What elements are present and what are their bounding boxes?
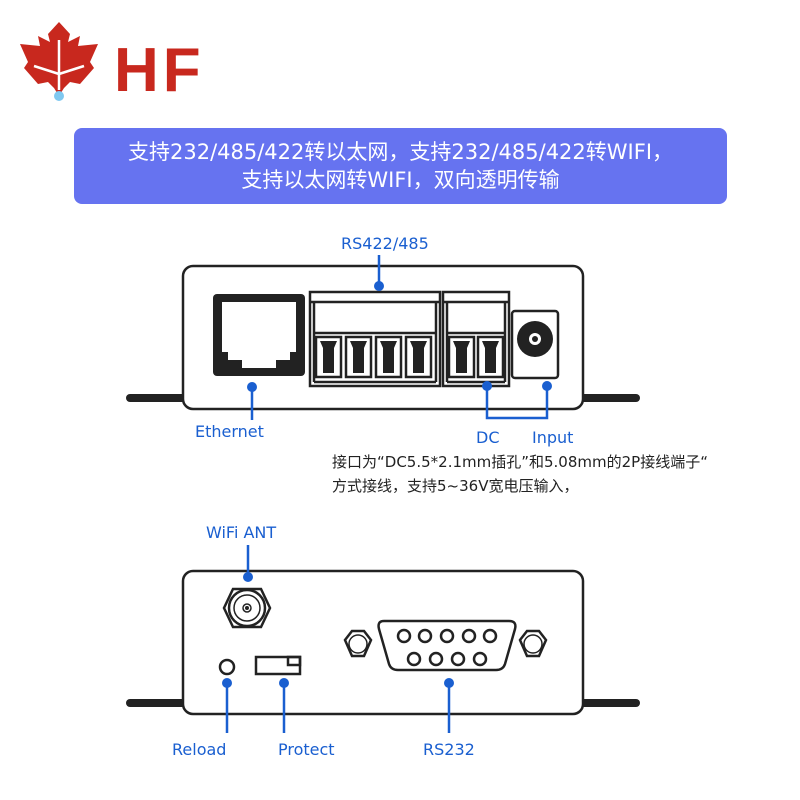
back-callout-dots [222, 572, 454, 688]
power-description-line-2: 方式接线，支持5~36V宽电压输入， [332, 477, 579, 495]
front-callout-lines [250, 255, 549, 420]
label-rs422-485: RS422/485 [341, 234, 429, 253]
maple-leaf-icon [20, 22, 98, 101]
protect-switch-icon [254, 655, 302, 676]
label-input: Input [532, 428, 574, 447]
label-protect: Protect [278, 740, 335, 759]
terminal-screws-4p [314, 335, 433, 379]
label-rs232: RS232 [423, 740, 475, 759]
feature-banner: 支持232/485/422转以太网，支持232/485/422转WIFI， 支持… [74, 128, 727, 204]
back-callout-lines [225, 545, 451, 733]
dc-terminal-block-icon [441, 290, 511, 388]
banner-line-1: 支持232/485/422转以太网，支持232/485/422转WIFI， [127, 140, 674, 164]
label-wifi-ant: WiFi ANT [206, 523, 277, 542]
rs232-db9-connector-icon [343, 619, 548, 672]
ethernet-port-icon [213, 294, 305, 376]
logo: HF [18, 22, 218, 112]
banner-line-2: 支持以太网转WIFI，双向透明传输 [241, 168, 560, 192]
reload-button-icon [218, 658, 236, 676]
dc-jack-icon [510, 309, 560, 380]
power-description-line-1: 接口为“DC5.5*2.1mm插孔”和5.08mm的2P接线端子“ [332, 453, 708, 471]
label-reload: Reload [172, 740, 227, 759]
logo-text: HF [114, 36, 205, 105]
label-dc: DC [476, 428, 500, 447]
label-ethernet: Ethernet [195, 422, 264, 441]
front-callout-dots [247, 281, 552, 392]
rs422-485-terminal-block-icon [308, 290, 442, 388]
terminal-screws-2p [447, 335, 505, 379]
wifi-antenna-connector-icon [222, 587, 272, 629]
power-description: 接口为“DC5.5*2.1mm插孔”和5.08mm的2P接线端子“ 方式接线，支… [332, 450, 708, 498]
